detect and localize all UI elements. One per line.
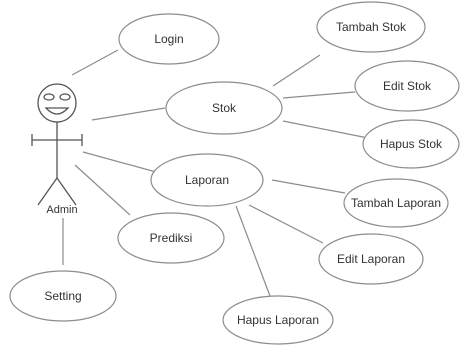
connector-laporan-hapus-laporan xyxy=(235,205,271,297)
use-case-hapus-stok[interactable]: Hapus Stok xyxy=(362,119,460,169)
connector-stok-edit-stok xyxy=(282,91,356,99)
connector-laporan-edit-laporan xyxy=(248,204,324,244)
use-case-tambah-stok[interactable]: Tambah Stok xyxy=(316,1,426,53)
use-case-label: Tambah Laporan xyxy=(351,196,441,210)
use-case-hapus-laporan[interactable]: Hapus Laporan xyxy=(222,295,334,345)
connector-admin-stok xyxy=(91,107,166,121)
use-case-label: Prediksi xyxy=(150,231,193,245)
actor-label: Admin xyxy=(46,204,77,216)
use-case-stok[interactable]: Stok xyxy=(165,81,283,135)
use-case-laporan[interactable]: Laporan xyxy=(150,153,264,207)
use-case-label: Hapus Laporan xyxy=(237,313,319,327)
connector-admin-prediksi xyxy=(74,164,131,216)
use-case-label: Hapus Stok xyxy=(380,137,443,151)
use-case-label: Edit Laporan xyxy=(337,252,405,266)
use-case-label: Tambah Stok xyxy=(336,20,407,34)
connector-admin-login xyxy=(71,49,119,76)
actor-admin: Admin xyxy=(31,83,83,216)
use-case-label: Login xyxy=(154,32,183,46)
connector-laporan-tambah-laporan xyxy=(271,179,346,194)
use-case-label: Laporan xyxy=(185,173,229,187)
connectors xyxy=(62,49,369,297)
use-case-edit-stok[interactable]: Edit Stok xyxy=(354,60,460,112)
use-case-label: Stok xyxy=(212,101,237,115)
actor-figure-icon xyxy=(31,83,83,206)
connector-stok-hapus-stok xyxy=(282,120,369,139)
use-case-setting[interactable]: Setting xyxy=(9,270,117,322)
use-case-label: Setting xyxy=(44,289,81,303)
use-case-prediksi[interactable]: Prediksi xyxy=(117,212,225,264)
use-case-tambah-laporan[interactable]: Tambah Laporan xyxy=(343,178,449,228)
use-case-login[interactable]: Login xyxy=(118,13,220,65)
connector-admin-laporan xyxy=(82,151,157,173)
connector-stok-tambah-stok xyxy=(272,54,321,87)
use-case-label: Edit Stok xyxy=(383,79,432,93)
use-case-edit-laporan[interactable]: Edit Laporan xyxy=(318,233,424,285)
